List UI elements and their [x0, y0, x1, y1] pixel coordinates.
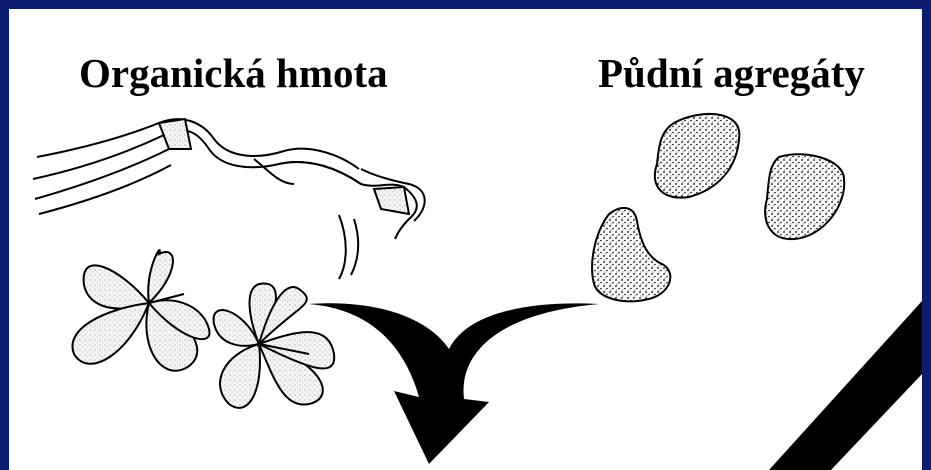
soil-aggregate-icon [592, 114, 844, 301]
leaves-icon [72, 250, 334, 408]
diagonal-band [769, 301, 922, 470]
illustration [9, 9, 922, 470]
slide: Organická hmota Půdní agregáty [9, 9, 922, 470]
curved-arrow-icon [309, 303, 599, 464]
organic-matter-strips-icon [33, 119, 425, 279]
